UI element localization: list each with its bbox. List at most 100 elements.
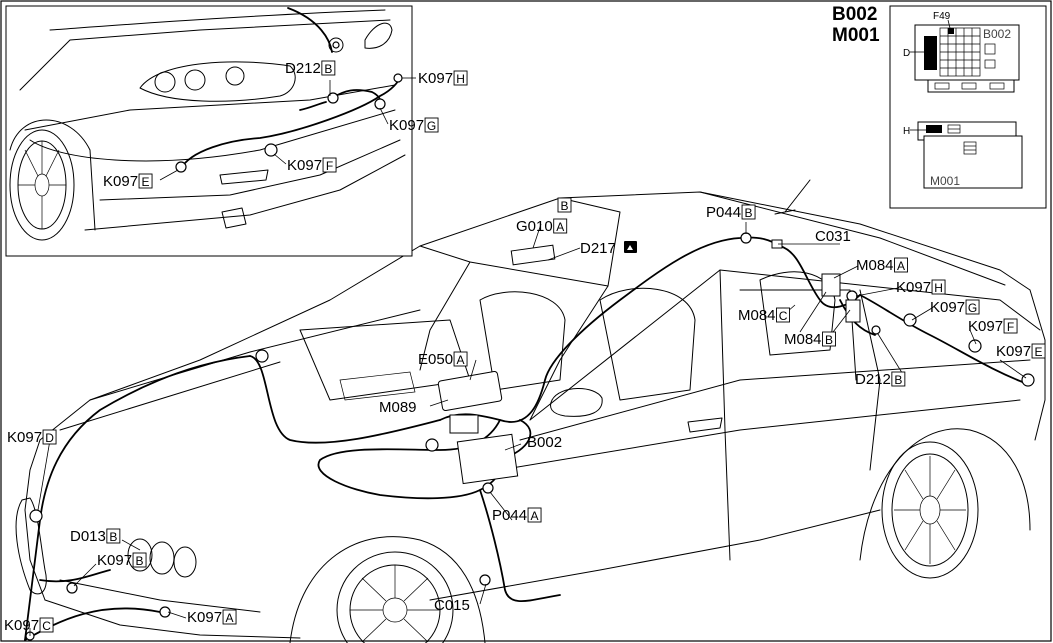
label-code: C015 [434,597,470,614]
label-pin: F [1007,320,1014,334]
pin-box [527,507,542,523]
label-k097e-inset: K097 E [103,173,153,190]
label-pin: B [745,206,753,220]
label-pin: B [825,333,833,347]
label-pin: C [779,309,788,323]
label-pin: H [934,281,943,295]
label-code: K097 [287,157,322,174]
label-b-top: B [557,197,572,213]
pin-box [1031,343,1046,359]
label-code: K097 [97,552,132,569]
label-code: K097 [389,117,424,134]
label-k097f-inset: K097 F [287,157,337,174]
label-code: P044 [706,204,741,221]
label-code: M089 [379,399,417,416]
pin-box [424,117,439,133]
inset-wheel-spokes [18,141,66,229]
label-code: D217 [580,240,616,257]
label-code: K097 [4,617,39,634]
label-code: K097 [7,429,42,446]
detail-title-line2: M001 [832,25,880,46]
label-p044b: P044 B [706,204,756,221]
pin-box [894,257,908,273]
label-pin: A [531,509,539,523]
pin-box [42,429,57,445]
label-pin: B [109,530,117,544]
label-c031: C031 [815,228,851,245]
detail-panel: B002 M001 F49 B002 D [832,4,1047,209]
label-code: D013 [70,528,106,545]
rear-wheel-spokes [894,456,966,564]
label-code: D212 [285,60,321,77]
label-code: G010 [516,218,553,235]
label-code: K097 [418,70,453,87]
pin-box [321,60,336,76]
label-pin: E [142,175,150,189]
label-pin: B [136,554,144,568]
label-pin: D [45,431,54,445]
label-p044a: P044 A [492,507,542,524]
label-m089: M089 [379,399,417,416]
label-pin: G [427,119,436,133]
label-code: K097 [103,173,138,190]
label-k097b: K097 B [97,552,147,569]
m001-label: M001 [930,174,960,188]
label-code: M084 [856,257,894,274]
label-code: M084 [784,331,822,348]
pin-box [453,70,468,86]
label-code: B002 [527,434,562,451]
pin-box [776,307,790,323]
label-pin: F [326,159,333,173]
label-pin: A [897,259,905,273]
label-pin: B [894,373,902,387]
label-b002: B002 [527,434,562,451]
pin-box [222,609,237,625]
pin-box [453,351,468,367]
label-code: M084 [738,307,776,324]
label-pin: G [968,301,977,315]
label-code: K097 [930,299,965,316]
pin-box [132,552,147,568]
m001-pin: H [903,126,910,137]
label-pin: B [560,199,568,213]
detail-title-line1: B002 [832,4,877,25]
fuse-grid [934,27,1005,90]
pin-box [39,617,54,633]
pin-box [931,279,946,295]
pin-box [138,173,153,189]
pin-box [106,528,121,544]
label-pin: B [324,62,332,76]
main-components [25,232,1035,641]
fusebox-pin: D [903,48,910,59]
label-c015: C015 [434,597,470,614]
main-wiring-harness [24,236,1031,641]
label-code: K097 [896,279,931,296]
pin-box [322,157,337,173]
pin-box [741,204,756,220]
fuse-label: F49 [933,11,951,22]
label-pin: H [456,72,465,86]
label-code: P044 [492,507,527,524]
leader-lines [29,222,1027,636]
label-code: K097 [187,609,222,626]
pin-box [822,331,836,347]
label-code: C031 [815,228,851,245]
rear-inset [5,5,416,257]
label-pin: E [1035,345,1043,359]
